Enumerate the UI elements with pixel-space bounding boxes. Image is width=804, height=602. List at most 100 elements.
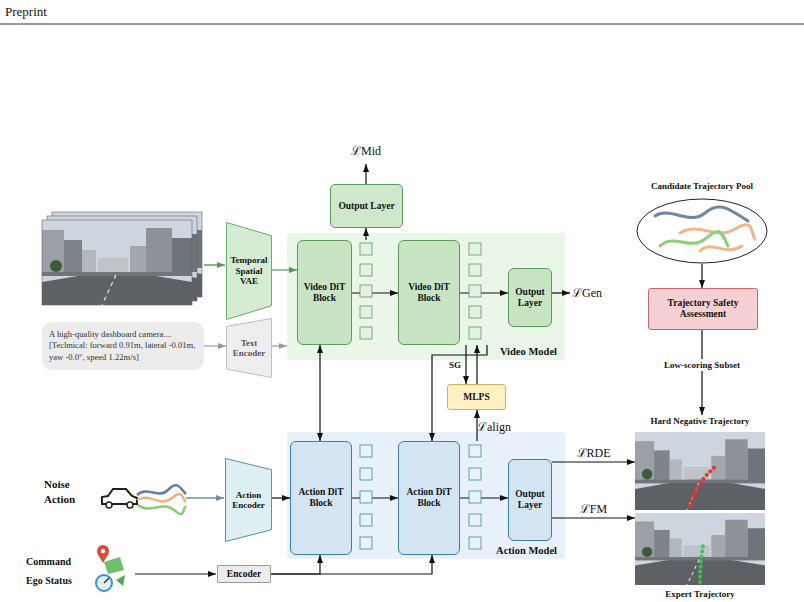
node-text: Trajectory Safety Assessment: [652, 298, 754, 320]
video-frames: [52, 212, 202, 297]
node-text: Action Encoder: [228, 490, 269, 511]
connectors: [204, 228, 702, 574]
connector-arrow: [272, 497, 290, 498]
node-text: Candidate Trajectory Pool: [636, 181, 768, 191]
node-text: Output Layer: [512, 287, 548, 309]
action-tokens: [469, 468, 481, 480]
node-text: Video DiT Block: [402, 282, 456, 304]
scene-photo: [690, 466, 716, 506]
trajectory-squiggles: [655, 207, 755, 251]
dit-block: Video DiT Block: [297, 240, 352, 345]
video-frames: [47, 216, 197, 301]
connector-arrow: [272, 269, 297, 270]
video-frames: [42, 220, 192, 305]
action-tokens: [469, 445, 481, 457]
edge-label: SG: [449, 360, 461, 370]
video-tokens: [469, 327, 481, 339]
connector-arrow: [352, 497, 398, 498]
text-encoder: Text Encoder: [226, 318, 272, 378]
connector-arrow: [352, 292, 398, 293]
connector-arrow: [701, 330, 702, 415]
dit-block: Action DiT Block: [398, 441, 460, 555]
trajectory-squiggles: [680, 225, 755, 239]
video-tokens: [360, 285, 372, 297]
car-icon: [137, 485, 186, 495]
scene-photo: [635, 432, 765, 585]
node-text: A high-quality dashboard camera.... [Tec…: [49, 329, 197, 363]
node-text: Output Layer: [512, 489, 548, 511]
video-frames: [47, 216, 197, 301]
video-tokens: [360, 243, 481, 339]
command-icons: [96, 545, 125, 591]
video-tokens: [469, 243, 481, 255]
video-tokens: [360, 264, 372, 276]
node-text: Hard Negative Trajectory: [635, 416, 765, 426]
node-text: Text Encoder: [229, 338, 269, 359]
video-frames: [52, 212, 202, 297]
flow-arrow: [552, 292, 570, 293]
edge-label: ℒalign: [477, 417, 511, 434]
connector-arrow: [271, 555, 320, 574]
node-text: Output Layer: [338, 201, 394, 212]
command-icons: [97, 545, 109, 557]
connector-arrow: [476, 410, 477, 441]
connector-arrow: [271, 555, 432, 574]
node-text: Video DiT Block: [301, 282, 348, 304]
output-layer: Output Layer: [330, 184, 403, 228]
loss-label: ℒMid: [351, 143, 381, 159]
video-frames: [42, 220, 192, 305]
connector-arrow: [552, 461, 635, 462]
scene-photo: [635, 513, 765, 585]
flow-arrow: [135, 573, 216, 574]
model-band: Action ModelAction DiT BlockAction DiT B…: [287, 432, 565, 559]
encoder-box: Encoder: [217, 565, 271, 583]
header-rule: [0, 24, 804, 25]
input-label: Noise Action: [44, 477, 88, 507]
flow-arrow: [186, 497, 224, 498]
connector-arrow: [432, 345, 487, 441]
output-layer: Output Layer: [508, 268, 552, 327]
action-tokens: [360, 468, 372, 480]
trajectory-image: Expert Trajectory: [635, 513, 765, 600]
node-text: MLPS: [463, 392, 489, 403]
scene-photo: [700, 546, 703, 582]
connector-arrow: [701, 264, 702, 288]
flow-arrow: [135, 164, 570, 574]
connector-arrow: [365, 228, 366, 240]
connector-arrow: [319, 345, 320, 441]
scene-photo: [635, 432, 765, 510]
node-text: Expert Trajectory: [635, 589, 765, 599]
vae-encoder: Temporal Spatial VAE: [226, 222, 272, 320]
node-text: Encoder: [227, 569, 261, 580]
text-prompt: A high-quality dashboard camera.... [Tec…: [42, 322, 204, 370]
trapezoid-outline: [227, 319, 272, 378]
car-icon: [106, 502, 112, 508]
connector-arrow: [465, 345, 466, 384]
video-frames: [42, 212, 202, 305]
output-layer: Output Layer: [508, 459, 552, 541]
trapezoid-outline: [226, 459, 272, 542]
car-icon: [127, 502, 133, 508]
ellipse-outline: [636, 198, 768, 264]
input-label: Ego Status: [26, 574, 72, 588]
command-icons: [116, 575, 125, 586]
video-tokens: [469, 306, 481, 318]
mlp-box: MLPS: [447, 384, 506, 410]
action-tokens: [360, 514, 372, 526]
action-tokens: [469, 514, 481, 526]
command-icons: [101, 549, 105, 553]
action-tokens: [469, 537, 481, 549]
car-icon: [102, 485, 186, 514]
connector-arrow: [460, 497, 508, 498]
node-text: Temporal Spatial VAE: [229, 255, 269, 286]
model-band: Video ModelVideo DiT BlockVideo DiT Bloc…: [287, 233, 565, 360]
connector-arrow: [272, 345, 287, 346]
car-icon: [137, 494, 186, 502]
command-icons: [96, 575, 112, 591]
input-label: Command: [26, 555, 71, 569]
video-tokens: [360, 327, 372, 339]
trajectory-squiggles: [660, 231, 728, 246]
flow-arrow: [204, 264, 225, 265]
video-tokens: [360, 243, 372, 255]
